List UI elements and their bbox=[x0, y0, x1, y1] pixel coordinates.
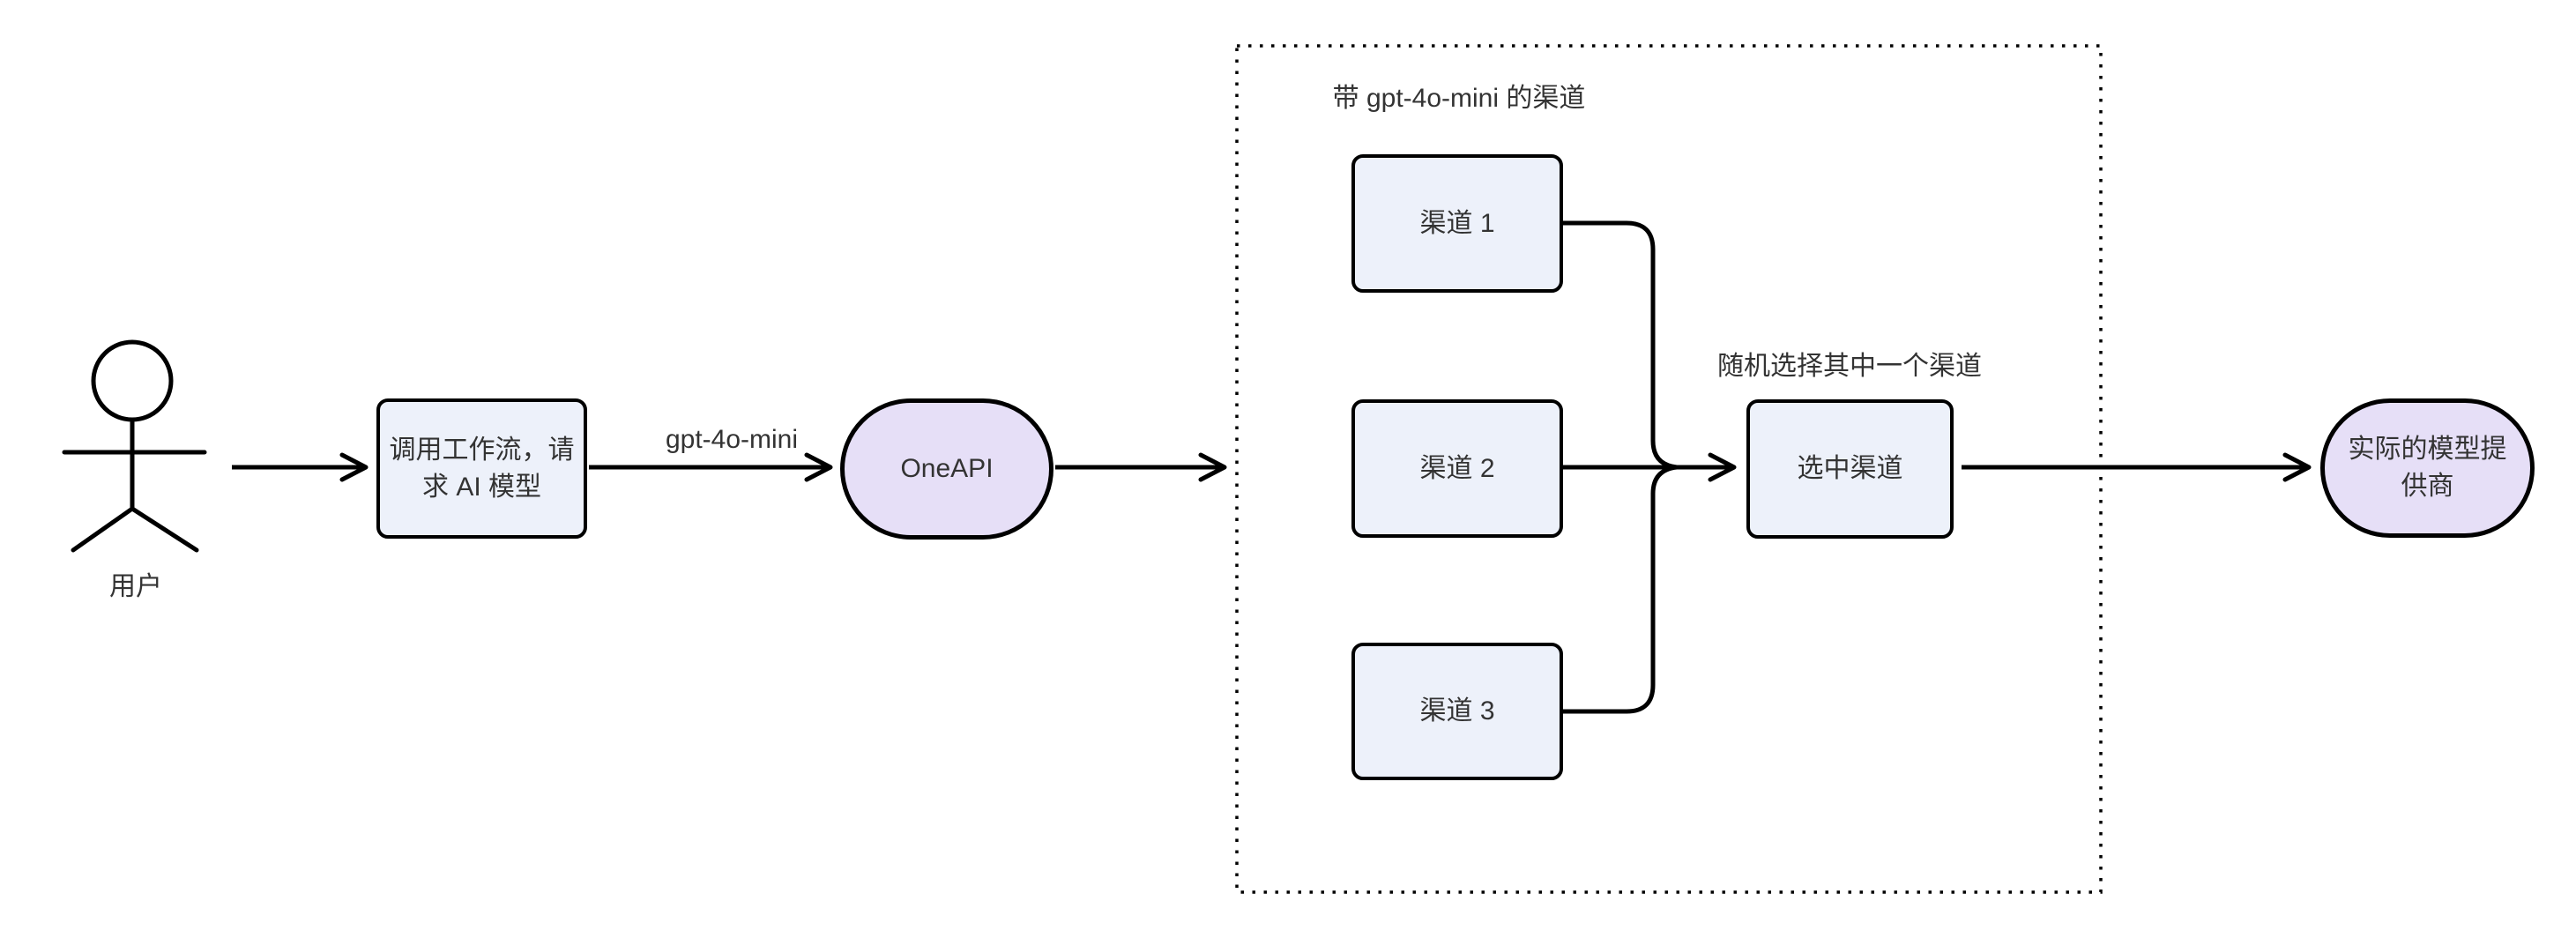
node-workflow-label-line2: 求 AI 模型 bbox=[421, 472, 541, 502]
node-workflow: 调用工作流，请 求 AI 模型 bbox=[376, 398, 587, 539]
node-selected-channel: 选中渠道 bbox=[1746, 399, 1954, 539]
node-provider-label-line1: 实际的模型提 bbox=[2348, 435, 2507, 464]
edge-label-random-select: 随机选择其中一个渠道 bbox=[1717, 352, 1982, 381]
actor-label: 用户 bbox=[109, 572, 162, 601]
actor-leg-left bbox=[71, 506, 135, 553]
node-channel-3: 渠道 3 bbox=[1351, 643, 1563, 780]
node-selected-channel-label: 选中渠道 bbox=[1797, 454, 1903, 483]
node-channel-2: 渠道 2 bbox=[1351, 399, 1563, 538]
actor-head bbox=[91, 339, 174, 422]
connector-channel1-merge bbox=[1560, 220, 1679, 470]
node-channel-1-label: 渠道 1 bbox=[1419, 208, 1495, 238]
subgraph-title: 带 gpt-4o-mini 的渠道 bbox=[1332, 84, 1586, 113]
connector-channel3-merge bbox=[1560, 465, 1679, 714]
node-channel-3-label: 渠道 3 bbox=[1419, 696, 1495, 726]
node-channel-2-label: 渠道 2 bbox=[1419, 453, 1495, 483]
edge-label-model: gpt-4o-mini bbox=[665, 425, 799, 454]
node-channel-1: 渠道 1 bbox=[1351, 154, 1563, 293]
actor-leg-right bbox=[130, 506, 199, 553]
node-provider: 实际的模型提 供商 bbox=[2320, 398, 2535, 538]
actor-figure bbox=[62, 339, 207, 553]
node-provider-label-line2: 供商 bbox=[2401, 472, 2454, 501]
node-oneapi-label: OneAPI bbox=[900, 454, 994, 483]
node-workflow-label-line1: 调用工作流，请 bbox=[389, 435, 575, 465]
node-oneapi: OneAPI bbox=[840, 398, 1053, 540]
